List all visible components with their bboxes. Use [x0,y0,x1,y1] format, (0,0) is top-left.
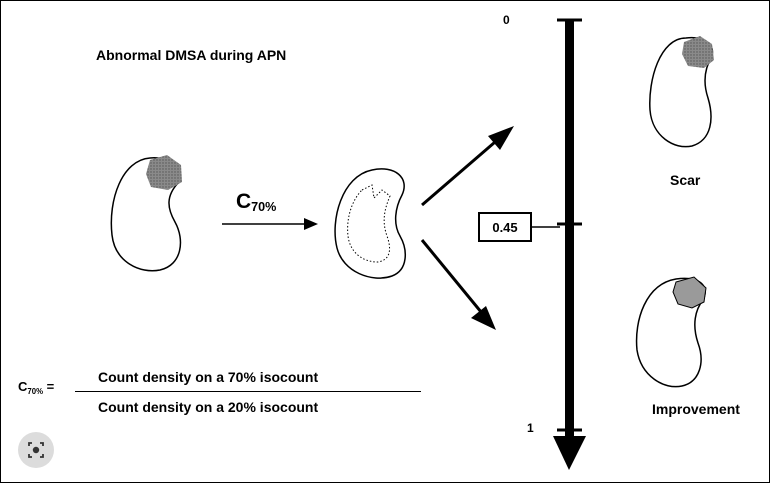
lesion-initial [146,155,182,190]
formula-lhs: C70% = [18,379,54,396]
arrow-to-improvement [422,240,486,318]
scale-label-bottom: 1 [527,421,534,435]
arrow-to-improvement-head [471,306,496,330]
transform-label: C70% [236,190,276,214]
kidney-isocount [335,169,405,278]
transform-arrowhead [304,218,318,230]
lens-icon[interactable] [18,432,54,468]
scale-label-top: 0 [503,13,510,27]
formula-numerator: Count density on a 70% isocount [98,369,318,385]
formula-lhs-sub: 70% [27,387,43,396]
diagram-title: Abnormal DMSA during APN [96,47,286,63]
arrow-to-scar [422,136,502,205]
formula-denominator: Count density on a 20% isocount [98,399,318,415]
formula-lhs-main: C [18,379,27,394]
threshold-box: 0.45 [478,212,532,242]
fraction-line [75,391,421,392]
transform-label-sub: 70% [251,200,276,214]
lesion-improvement [673,277,706,308]
scale-arrowhead [553,436,586,470]
lens-icon-glyph [18,432,54,468]
transform-label-main: C [236,190,251,213]
scale-bar [565,20,574,442]
formula-equals: = [43,379,54,394]
threshold-value: 0.45 [492,220,517,235]
outcome-scar-label: Scar [670,172,700,188]
outcome-improvement-label: Improvement [652,401,740,417]
